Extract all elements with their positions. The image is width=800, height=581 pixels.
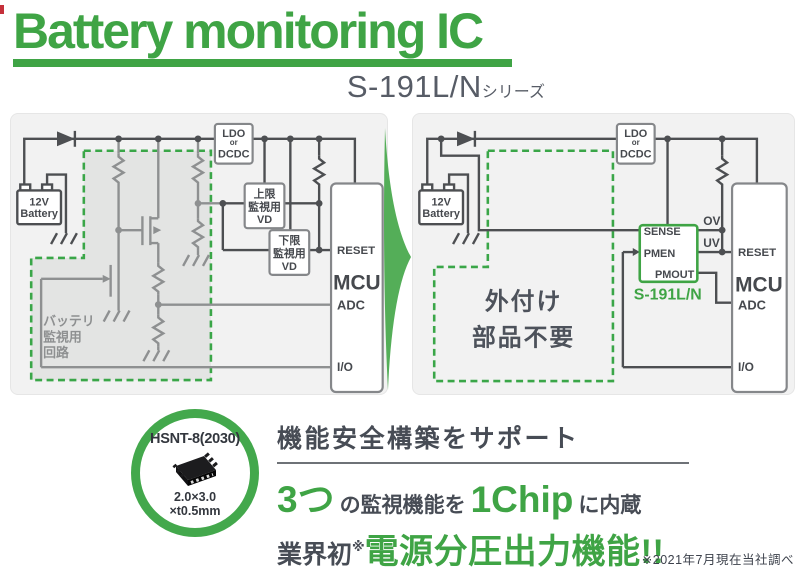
pmout-pin: PMOUT xyxy=(655,269,695,281)
ldo-box: LDO or DCDC xyxy=(615,122,656,165)
footnote: ※2021年7月現在当社調べ xyxy=(641,553,794,567)
feature-line3-ref-mark: ※ xyxy=(352,539,365,554)
mcu-io-pin: I/O xyxy=(738,360,754,374)
battery-label-2: Battery xyxy=(422,208,460,220)
junction-dots xyxy=(115,135,323,309)
battery-label-1: 12V xyxy=(29,196,49,208)
ground-icon xyxy=(452,232,480,245)
package-badge: HSNT-8(2030) 2.0×3.0 ×t0.5mm xyxy=(131,409,259,537)
s191-ic-box: SENSE PMEN PMOUT S-191L/N xyxy=(634,223,702,304)
svg-text:バッテリ: バッテリ xyxy=(43,313,95,328)
package-size-1: 2.0×3.0 xyxy=(173,490,217,504)
svg-text:部品不要: 部品不要 xyxy=(472,323,575,351)
upper-vd-label-3: VD xyxy=(257,214,272,226)
right-circuit-panel: 12V Battery LDO or DCDC SENSE PMEN PMOUT… xyxy=(412,113,795,395)
feature-line3-prefix: 業界初 xyxy=(277,541,353,569)
mcu-box: RESET MCU ADC I/O xyxy=(329,182,384,394)
main-wiring xyxy=(426,130,759,369)
ldo-box: LDO or DCDC xyxy=(213,122,254,165)
feature-line3-main: 電源分圧出力機能!! xyxy=(364,533,665,571)
series-name: S-191L/N xyxy=(346,69,482,104)
ground-icon xyxy=(102,310,131,323)
right-circuit-svg: 12V Battery LDO or DCDC SENSE PMEN PMOUT… xyxy=(418,122,788,394)
title-underline-bar xyxy=(13,59,512,67)
uv-label: UV xyxy=(703,236,720,250)
left-circuit-svg: 12V Battery LDO or DCDC 上限 監視用 VD 下限 監 xyxy=(16,122,384,394)
ldo-label-2: or xyxy=(230,138,238,147)
feature-line2-text2: に内蔵 xyxy=(578,494,642,517)
mcu-io-pin: I/O xyxy=(337,360,353,374)
diode-icon xyxy=(57,131,75,147)
no-external-region xyxy=(432,149,615,383)
upper-vd-box: 上限 監視用 VD xyxy=(243,182,286,230)
sense-pin: SENSE xyxy=(644,226,681,238)
ic-name-label: S-191L/N xyxy=(634,287,702,304)
ldo-label-2: or xyxy=(632,138,640,147)
feature-line2-em2: 1Chip xyxy=(470,479,574,520)
battery-symbol: 12V Battery xyxy=(16,183,63,226)
main-wiring xyxy=(23,130,357,252)
ldo-label-1: LDO xyxy=(624,128,648,140)
ground-icon xyxy=(50,232,78,245)
mcu-reset-pin: RESET xyxy=(337,245,375,257)
battery-label-2: Battery xyxy=(20,208,58,220)
feature-headline: 機能安全構築をサポート xyxy=(277,419,689,464)
battery-symbol: 12V Battery xyxy=(418,183,465,226)
mcu-adc-pin: ADC xyxy=(337,298,365,313)
scan-artifact xyxy=(0,5,4,14)
monitor-circuit-label: バッテリ 監視用 回路 xyxy=(43,313,95,360)
no-external-label: 外付け 部品不要 xyxy=(472,288,575,352)
ldo-label-3: DCDC xyxy=(218,149,250,161)
svg-text:外付け: 外付け xyxy=(485,288,562,316)
lower-vd-label-1: 下限 xyxy=(278,233,300,247)
battery-label-1: 12V xyxy=(431,196,451,208)
svg-text:回路: 回路 xyxy=(43,345,69,360)
feature-line2-text1: の監視機能を xyxy=(339,494,466,517)
left-circuit-panel: 12V Battery LDO or DCDC 上限 監視用 VD 下限 監 xyxy=(10,113,388,395)
lower-vd-label-3: VD xyxy=(282,261,297,273)
feature-line2-em1: 3つ xyxy=(277,479,335,520)
mcu-adc-pin: ADC xyxy=(738,298,766,313)
ov-label: OV xyxy=(703,214,720,228)
ldo-label-1: LDO xyxy=(222,128,246,140)
series-suffix: シリーズ xyxy=(481,84,545,101)
page-title: Battery monitoring IC xyxy=(13,3,484,59)
ldo-label-3: DCDC xyxy=(620,149,652,161)
transition-arrow xyxy=(384,128,411,390)
chip-package-icon xyxy=(172,452,220,486)
series-label: S-191L/Nシリーズ xyxy=(260,69,545,105)
mcu-name: MCU xyxy=(333,272,380,295)
upper-vd-label-2: 監視用 xyxy=(248,199,281,213)
mcu-box: RESET MCU ADC I/O xyxy=(730,182,788,394)
mcu-name: MCU xyxy=(735,274,782,297)
ground-icon xyxy=(182,254,210,267)
junction-dots xyxy=(437,135,726,256)
package-size-2: ×t0.5mm xyxy=(169,504,221,519)
feature-line3: 業界初※電源分圧出力機能!! xyxy=(277,524,707,573)
pmen-pin: PMEN xyxy=(644,248,676,260)
pmen-arrow xyxy=(632,248,640,256)
package-name: HSNT-8(2030) xyxy=(150,431,240,447)
mcu-reset-pin: RESET xyxy=(738,247,776,259)
svg-text:監視用: 監視用 xyxy=(43,329,82,344)
lower-vd-label-2: 監視用 xyxy=(273,246,306,260)
battery-monitor-region xyxy=(29,149,213,382)
ground-icon xyxy=(142,349,171,362)
diode-icon xyxy=(457,131,475,147)
lower-vd-box: 下限 監視用 VD xyxy=(268,229,311,276)
upper-vd-label-1: 上限 xyxy=(254,186,276,200)
